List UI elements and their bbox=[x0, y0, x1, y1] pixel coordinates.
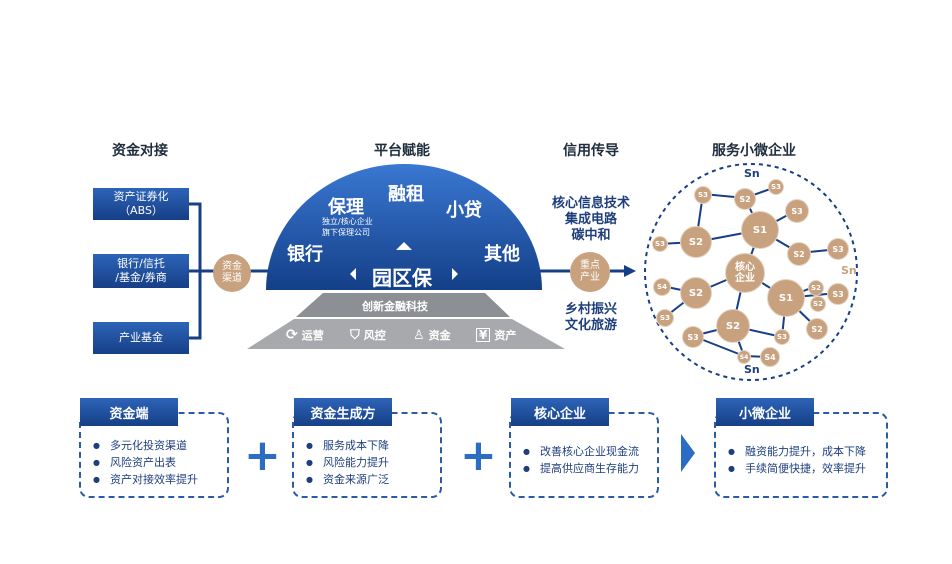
source-abs: 资产证券化 （ABS） bbox=[93, 188, 189, 220]
network-sn-top: Sn bbox=[744, 167, 760, 180]
network-node-s3-e: S3 bbox=[694, 186, 712, 204]
base-funds: ♙资金 bbox=[413, 327, 451, 343]
base-assets: ¥资产 bbox=[476, 327, 516, 343]
source-bank-line1: 银行/信托 bbox=[117, 257, 165, 270]
network-node-s2-g: S2 bbox=[808, 280, 824, 296]
core-line1: 核心 bbox=[735, 262, 755, 273]
card-funding-item-3: 资产对接效率提升 bbox=[93, 472, 198, 489]
network-node-s3-h: S3 bbox=[682, 326, 704, 348]
card-core-enterprise: 改善核心企业现金流 提高供应商生存能力 bbox=[509, 412, 659, 498]
card-core-item-1: 改善核心企业现金流 bbox=[523, 444, 639, 461]
network-sn-bottom: Sn bbox=[744, 363, 760, 376]
network-node-s2-h: S2 bbox=[810, 296, 826, 312]
card-small-item-2: 手续简便快捷，效率提升 bbox=[728, 461, 866, 478]
credit-bottom-list: 乡村振兴 文化旅游 bbox=[548, 302, 634, 334]
card-generator-title: 资金生成方 bbox=[294, 398, 392, 426]
dome-baoli-sub2: 旗下保理公司 bbox=[322, 228, 370, 237]
credit-item-3: 碳中和 bbox=[571, 228, 611, 243]
channel-line1: 资金 bbox=[222, 261, 242, 272]
credit-top-list: 核心信息技术 集成电路 碳中和 bbox=[548, 196, 634, 244]
card-funding-item-2: 风险资产出表 bbox=[93, 455, 198, 472]
source-abs-line1: 资产证券化 bbox=[113, 190, 169, 203]
yen-card-icon: ¥ bbox=[476, 328, 491, 342]
network-sn-right: Sn bbox=[841, 264, 857, 277]
base-ops: ⟳运营 bbox=[286, 327, 324, 343]
network-node-s4-a: S4 bbox=[653, 278, 671, 296]
dome-baoli: 保理 bbox=[328, 197, 364, 218]
user-icon: ♙ bbox=[413, 327, 425, 343]
dome-xiaodai: 小贷 bbox=[446, 200, 482, 221]
dome-qita: 其他 bbox=[484, 244, 520, 265]
card-small-title: 小微企业 bbox=[716, 398, 814, 426]
card-generator-item-3: 资金来源广泛 bbox=[306, 472, 389, 489]
source-bank-line2: /基金/券商 bbox=[115, 271, 167, 284]
network-node-s1-top: S1 bbox=[741, 211, 779, 249]
header-platform: 平台赋能 bbox=[374, 143, 430, 159]
credit-item-4: 乡村振兴 bbox=[564, 302, 617, 317]
base-ops-label: 运营 bbox=[301, 329, 324, 342]
network-node-s2-c: S2 bbox=[716, 309, 750, 343]
card-funding-list: 多元化投资渠道 风险资产出表 资产对接效率提升 bbox=[93, 438, 198, 489]
card-small-item-1: 融资能力提升，成本下降 bbox=[728, 444, 866, 461]
base-risk: ⛉风控 bbox=[350, 327, 386, 343]
card-core-title: 核心企业 bbox=[511, 398, 609, 426]
network-node-s2-e: S2 bbox=[787, 242, 811, 266]
network-node-s3-a: S3 bbox=[785, 199, 809, 223]
channel-line2: 渠道 bbox=[222, 273, 242, 284]
header-funding: 资金对接 bbox=[112, 143, 168, 159]
card-funding-item-1: 多元化投资渠道 bbox=[93, 438, 198, 455]
header-credit: 信用传导 bbox=[563, 143, 619, 159]
network-node-s2-f: S2 bbox=[806, 318, 828, 340]
card-core-list: 改善核心企业现金流 提高供应商生存能力 bbox=[523, 444, 639, 478]
key-industry-line2: 产业 bbox=[580, 272, 600, 283]
fintech-label: 创新金融科技 bbox=[362, 300, 428, 313]
base-assets-label: 资产 bbox=[494, 329, 517, 342]
base-funds-label: 资金 bbox=[428, 329, 451, 342]
shield-yen-icon: ⛉ bbox=[350, 327, 360, 343]
network-node-s3-d: S3 bbox=[768, 179, 784, 195]
card-funding-title: 资金端 bbox=[80, 398, 178, 426]
network-node-s3-c: S3 bbox=[827, 283, 849, 305]
credit-item-1: 核心信息技术 bbox=[551, 196, 630, 211]
network-node-s4-b: S4 bbox=[760, 347, 780, 367]
dome-baoli-sub1: 独立/核心企业 bbox=[322, 217, 373, 226]
network-node-s3-b: S3 bbox=[827, 238, 849, 260]
key-industry-line1: 重点 bbox=[580, 260, 600, 271]
funding-channel-circle: 资金 渠道 bbox=[213, 254, 251, 292]
dome-rongzu: 融租 bbox=[388, 184, 424, 205]
header-service: 服务小微企业 bbox=[712, 143, 796, 159]
plus-icon-2: + bbox=[460, 430, 497, 481]
network-node-s2-d: S2 bbox=[734, 188, 756, 210]
source-bank: 银行/信托 /基金/券商 bbox=[93, 254, 189, 288]
credit-item-2: 集成电路 bbox=[564, 212, 617, 227]
card-generator-item-1: 服务成本下降 bbox=[306, 438, 389, 455]
card-small-list: 融资能力提升，成本下降 手续简便快捷，效率提升 bbox=[728, 444, 866, 478]
card-core-item-2: 提高供应商生存能力 bbox=[523, 461, 639, 478]
network-node-s3-f: S3 bbox=[652, 236, 668, 252]
network-node-s2-a: S2 bbox=[680, 226, 712, 258]
network-node-s2-b: S2 bbox=[680, 277, 712, 309]
cycle-icon: ⟳ bbox=[286, 327, 298, 343]
base-risk-label: 风控 bbox=[363, 329, 386, 342]
network-node-s3-g: S3 bbox=[656, 309, 674, 327]
credit-item-5: 文化旅游 bbox=[564, 318, 617, 333]
card-generator-list: 服务成本下降 风险能力提升 资金来源广泛 bbox=[306, 438, 389, 489]
source-fund-line1: 产业基金 bbox=[119, 331, 163, 344]
plus-icon-1: + bbox=[244, 430, 281, 481]
arrow-right-icon bbox=[681, 434, 695, 472]
network-node-s1-right: S1 bbox=[767, 279, 805, 317]
dome-yinhang: 银行 bbox=[287, 244, 323, 265]
network-node-s4-c: S4 bbox=[737, 350, 751, 364]
source-abs-line2: （ABS） bbox=[119, 204, 163, 217]
dome-center-label: 园区保 bbox=[372, 266, 432, 290]
network-core-node: 核心 企业 bbox=[725, 253, 765, 293]
key-industry-circle: 重点 产业 bbox=[570, 252, 610, 292]
network-node-s3-i: S3 bbox=[774, 329, 790, 345]
source-industry-fund: 产业基金 bbox=[93, 322, 189, 354]
card-generator-item-2: 风险能力提升 bbox=[306, 455, 389, 472]
core-line2: 企业 bbox=[735, 273, 755, 284]
